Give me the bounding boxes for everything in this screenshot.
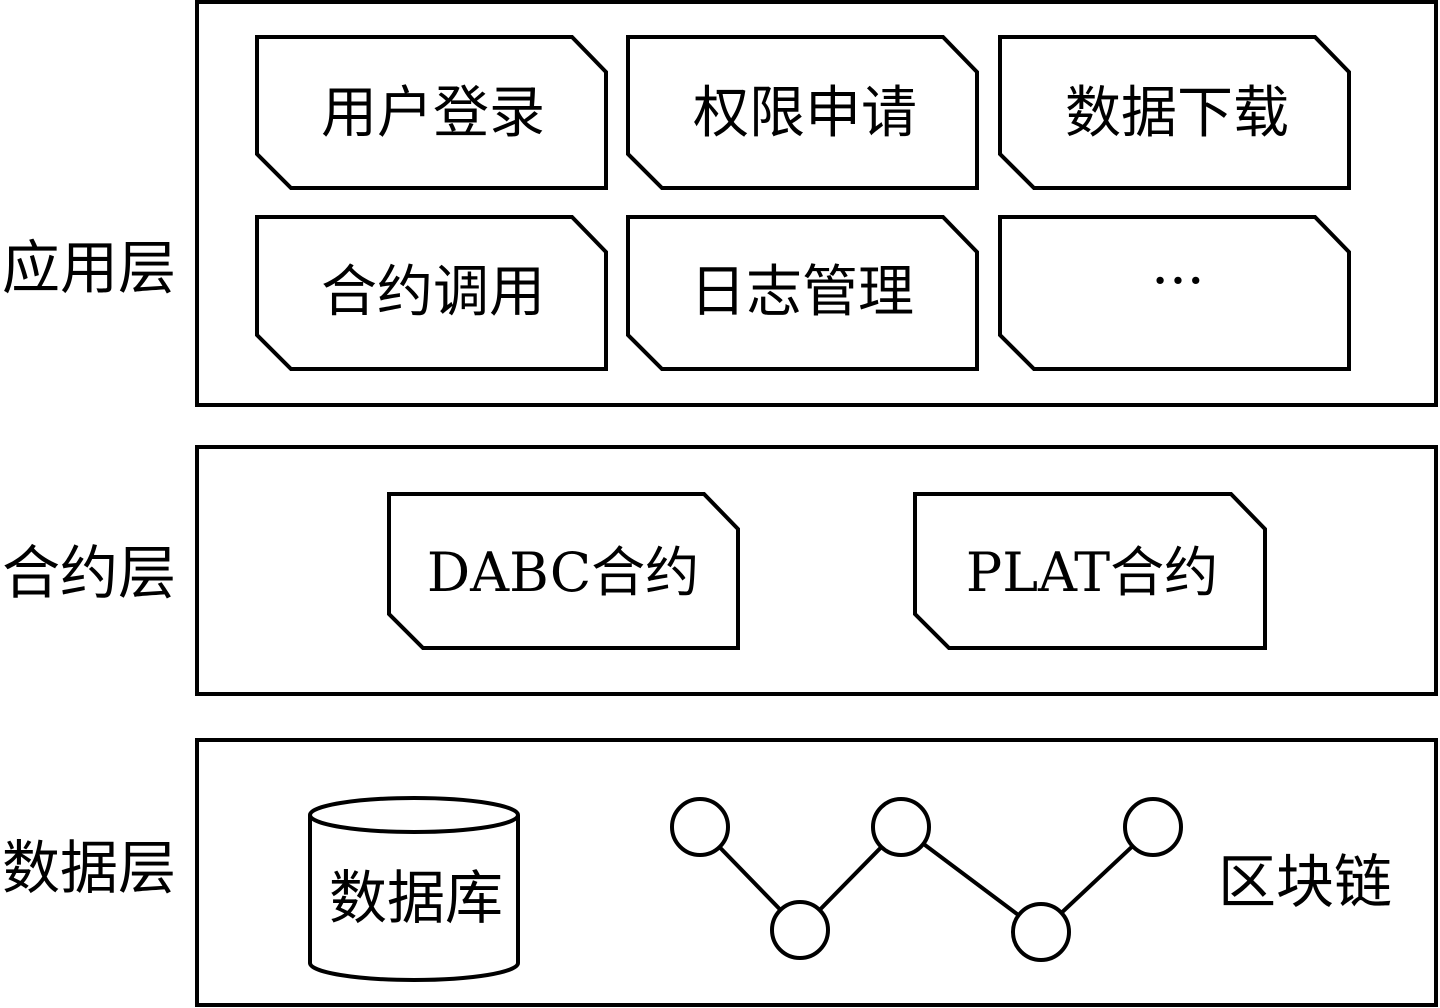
chain-node (871, 797, 931, 857)
chain-node (1011, 902, 1071, 962)
module-tile: 用户登录 (255, 35, 608, 190)
blockchain-label: 区块链 (1218, 848, 1392, 916)
module-label: 用户登录 (321, 81, 545, 146)
module-tile: 日志管理 (626, 215, 979, 371)
module-tile: 权限申请 (626, 35, 979, 190)
contract-label: DABC合约 (427, 541, 699, 604)
contract-label: PLAT合约 (966, 541, 1218, 604)
module-label: 日志管理 (690, 260, 914, 325)
chain-node (770, 900, 830, 960)
module-label: 权限申请 (693, 81, 917, 146)
module-label: ··· (1151, 249, 1204, 314)
contract-tile: DABC合约 (387, 492, 740, 650)
data-layer-label: 数据层 (2, 834, 176, 902)
module-label: 数据下载 (1065, 81, 1289, 146)
module-tile: ··· (998, 215, 1351, 371)
chain-node (1123, 797, 1183, 857)
chain-node (670, 797, 730, 857)
application-layer-label: 应用层 (2, 234, 176, 302)
module-tile: 数据下载 (998, 35, 1351, 190)
contract-tile: PLAT合约 (913, 492, 1267, 650)
module-label: 合约调用 (321, 260, 545, 325)
blockchain-chain-icon (670, 797, 1183, 962)
database-cylinder-icon: 数据库 (308, 796, 520, 982)
contract-layer-label: 合约层 (2, 539, 176, 607)
database-label: 数据库 (329, 864, 503, 932)
module-tile: 合约调用 (255, 215, 608, 371)
